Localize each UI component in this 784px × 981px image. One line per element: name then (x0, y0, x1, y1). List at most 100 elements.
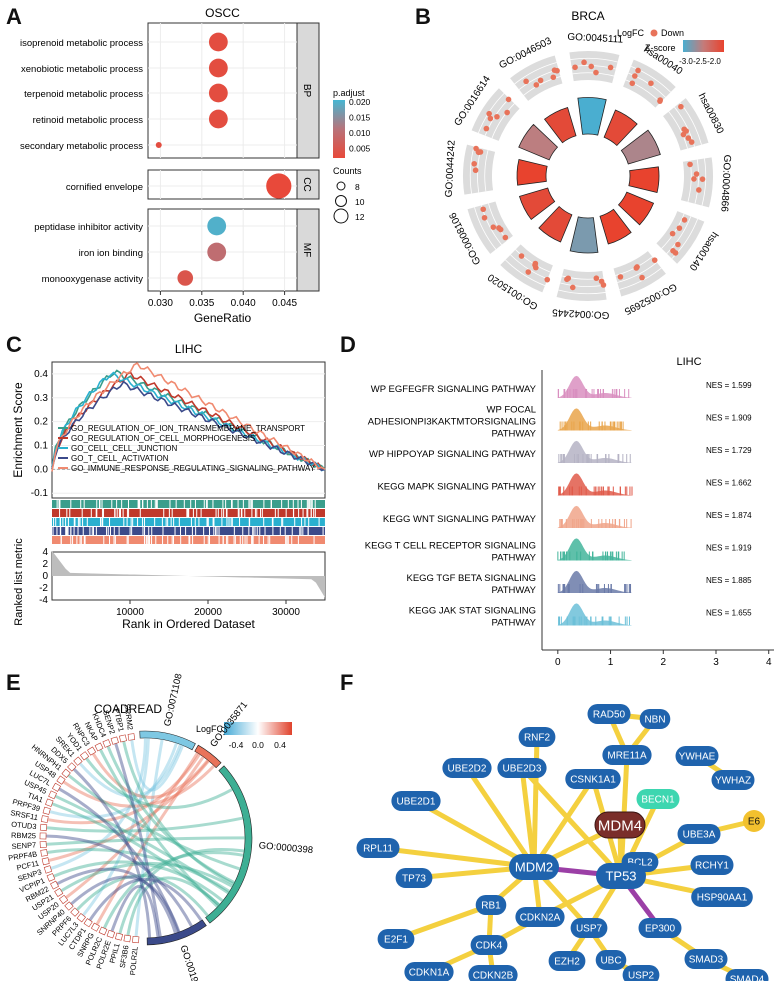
chord-link (121, 740, 235, 886)
chord-link (81, 738, 150, 918)
hit-gap (239, 518, 241, 526)
hit-gap (148, 536, 150, 544)
hit-gap (251, 500, 253, 508)
density-2 (557, 440, 632, 463)
hit-gap (52, 527, 54, 535)
hit-gap (194, 500, 196, 508)
gene-dot (678, 103, 684, 110)
gene-dot (588, 63, 595, 70)
hit-gap (230, 518, 232, 526)
gene-dot (533, 82, 540, 88)
gene-dot (550, 74, 557, 81)
es-frame (51, 361, 326, 499)
edge-RNF2-MDM2 (531, 736, 540, 868)
gene-dot (657, 97, 664, 103)
gene-dot (617, 274, 624, 280)
gene-box (45, 798, 54, 807)
gene-dot (505, 96, 512, 103)
hit-gap (252, 527, 254, 535)
legend-padj-tick: 0.005 (349, 144, 371, 154)
hit-gap (300, 500, 302, 508)
node-HSP90AA1 (691, 887, 753, 907)
chord-link (49, 737, 147, 871)
node-CDKN1A (404, 962, 454, 981)
gene-dot (685, 135, 692, 141)
node-NBN (639, 709, 671, 729)
node-CSNK1A1 (565, 769, 621, 789)
gene-dot (691, 176, 697, 182)
legend-count-label: 10 (355, 197, 365, 207)
hit-gap (279, 527, 281, 535)
gene-box (87, 746, 97, 756)
hit-gap (252, 527, 254, 535)
hit-gap (203, 500, 205, 508)
node-UBE2D1 (391, 791, 441, 811)
ring-grid (619, 267, 662, 290)
gene-box (40, 849, 48, 857)
chord-link (102, 851, 244, 930)
hit-gap (215, 509, 217, 517)
gene-dot (544, 276, 551, 283)
hit-gap (151, 527, 153, 535)
hit-gap (119, 509, 121, 517)
node-label-MRE11A: MRE11A (607, 751, 647, 762)
hit-gap (277, 509, 279, 517)
legend-padj-title: p.adjust (333, 88, 365, 98)
outer-ring-GO:0044242 (463, 144, 496, 195)
gene-dot (473, 145, 479, 152)
chord-link (45, 847, 231, 893)
gene-box (58, 894, 69, 905)
ring-grid (474, 207, 497, 250)
hit-stripe-3 (52, 527, 325, 535)
hit-gap (151, 536, 153, 544)
panel-letter-c: C (6, 332, 22, 357)
hit-gap (260, 509, 262, 517)
node-RCHY1 (690, 855, 734, 875)
legend-zscore-tick: -2.5 (693, 57, 707, 66)
gene-dot (598, 278, 605, 285)
chord-link (64, 752, 199, 900)
legend-padj-tick: 0.020 (349, 97, 371, 107)
node-label-UBE2D1: UBE2D1 (397, 797, 436, 808)
hit-gap (216, 527, 218, 535)
term-label-GO:0000398: GO:0000398 (258, 840, 313, 856)
hit-gap (90, 509, 92, 517)
gene-box (50, 880, 59, 890)
hit-gap (270, 500, 272, 508)
hit-gap (168, 509, 170, 517)
hit-gap (285, 509, 287, 517)
node-label-TP53: TP53 (605, 869, 636, 884)
facet-strip-CC (296, 169, 320, 200)
gene-dot (681, 217, 688, 223)
hit-gap (308, 518, 310, 526)
hit-gap (145, 536, 147, 544)
legend-logfc-label: Down (661, 28, 684, 38)
hit-gap (69, 509, 71, 517)
hit-gap (294, 518, 296, 526)
hit-gap (209, 527, 211, 535)
node-E2F1 (377, 929, 415, 949)
gene-dot (648, 80, 654, 87)
node-label-YWHAE: YWHAE (679, 752, 716, 763)
gene-dot (572, 64, 578, 71)
hit-gap (131, 527, 133, 535)
gene-box (41, 857, 50, 866)
hit-gap (143, 518, 145, 526)
hit-gap (156, 500, 158, 508)
hit-gap (65, 527, 67, 535)
node-CDKN2B (468, 965, 518, 981)
facet-strip-BP (296, 22, 320, 159)
hit-gap (251, 500, 253, 508)
legend-count-circle (335, 195, 347, 207)
hit-gap (200, 509, 202, 517)
chord-link (50, 801, 221, 907)
node-BECN1 (636, 789, 680, 809)
metric-tick-label: 2 (42, 559, 48, 570)
hit-gap (86, 518, 88, 526)
hit-gap (187, 509, 189, 517)
hit-gap (58, 500, 60, 508)
hit-gap (242, 527, 244, 535)
facet-strip-label: BP (301, 84, 312, 98)
gene-dot (581, 59, 587, 66)
gene-dot (569, 284, 576, 291)
